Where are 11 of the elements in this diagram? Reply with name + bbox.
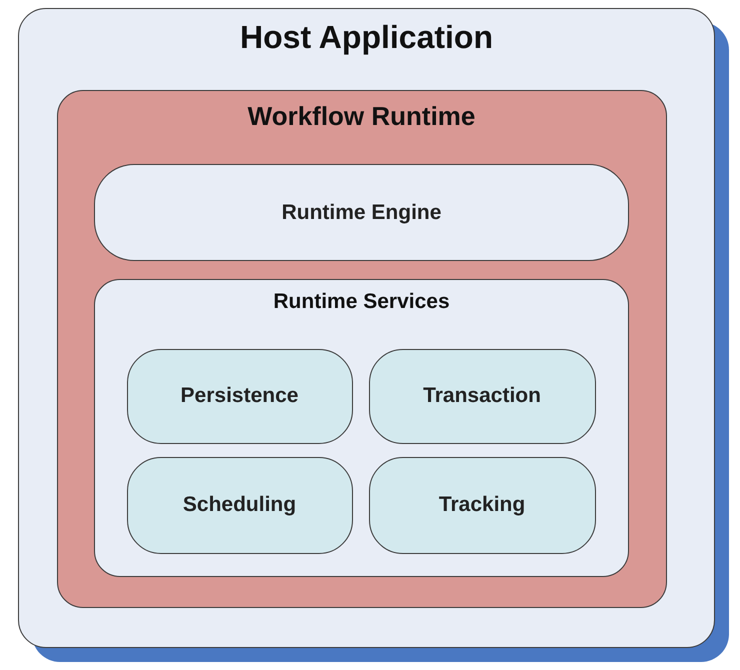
container-panel (56, 90, 666, 608)
group-title: Host Application (238, 19, 494, 56)
container-panel (18, 8, 715, 648)
service-box: Transaction (368, 348, 596, 444)
group-title: Runtime Services (272, 290, 451, 314)
component-box: Runtime Engine (94, 164, 629, 261)
container-panel (94, 279, 629, 577)
service-box: Scheduling (126, 456, 352, 554)
service-box: Persistence (126, 348, 352, 444)
group-title: Workflow Runtime (246, 100, 476, 132)
service-box: Tracking (368, 456, 596, 554)
